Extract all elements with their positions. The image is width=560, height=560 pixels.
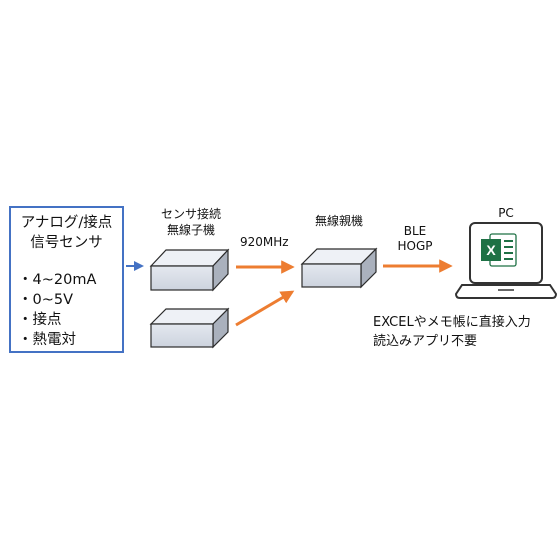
sensor-item-voltage: ・0~5V — [18, 292, 74, 308]
link-920mhz-label: 920MHz — [240, 235, 289, 249]
slave-unit-top-device — [149, 248, 230, 292]
note-line1: EXCELやメモ帳に直接入力 — [373, 315, 531, 330]
sensor-box-title-line1: アナログ/接点 — [20, 215, 113, 231]
sensor-item-thermocouple: ・熱電対 — [18, 332, 76, 348]
master-unit-label: 無線親機 — [314, 214, 363, 228]
sensor-item-contact: ・接点 — [18, 312, 62, 328]
sensor-box-title-line2: 信号センサ — [30, 235, 103, 251]
slave-unit-label-line2: 無線子機 — [166, 223, 215, 237]
slave-unit-label-line1: センサ接続 — [160, 207, 221, 221]
pc-label: PC — [498, 206, 514, 220]
excel-icon: X — [481, 233, 517, 267]
excel-icon-letter: X — [486, 242, 496, 258]
sensor-item-current: ・4~20mA — [18, 272, 97, 288]
ble-label: BLE — [403, 224, 427, 238]
hogp-label: HOGP — [397, 239, 433, 253]
master-unit-device — [300, 247, 378, 289]
sensor-box: アナログ/接点 信号センサ ・4~20mA ・0~5V ・接点 ・熱電対 — [9, 206, 124, 353]
note-line2: 読込みアプリ不要 — [373, 334, 478, 349]
slave-unit-bottom-device — [149, 307, 230, 349]
slave-bottom-to-master-arrow — [235, 290, 295, 327]
